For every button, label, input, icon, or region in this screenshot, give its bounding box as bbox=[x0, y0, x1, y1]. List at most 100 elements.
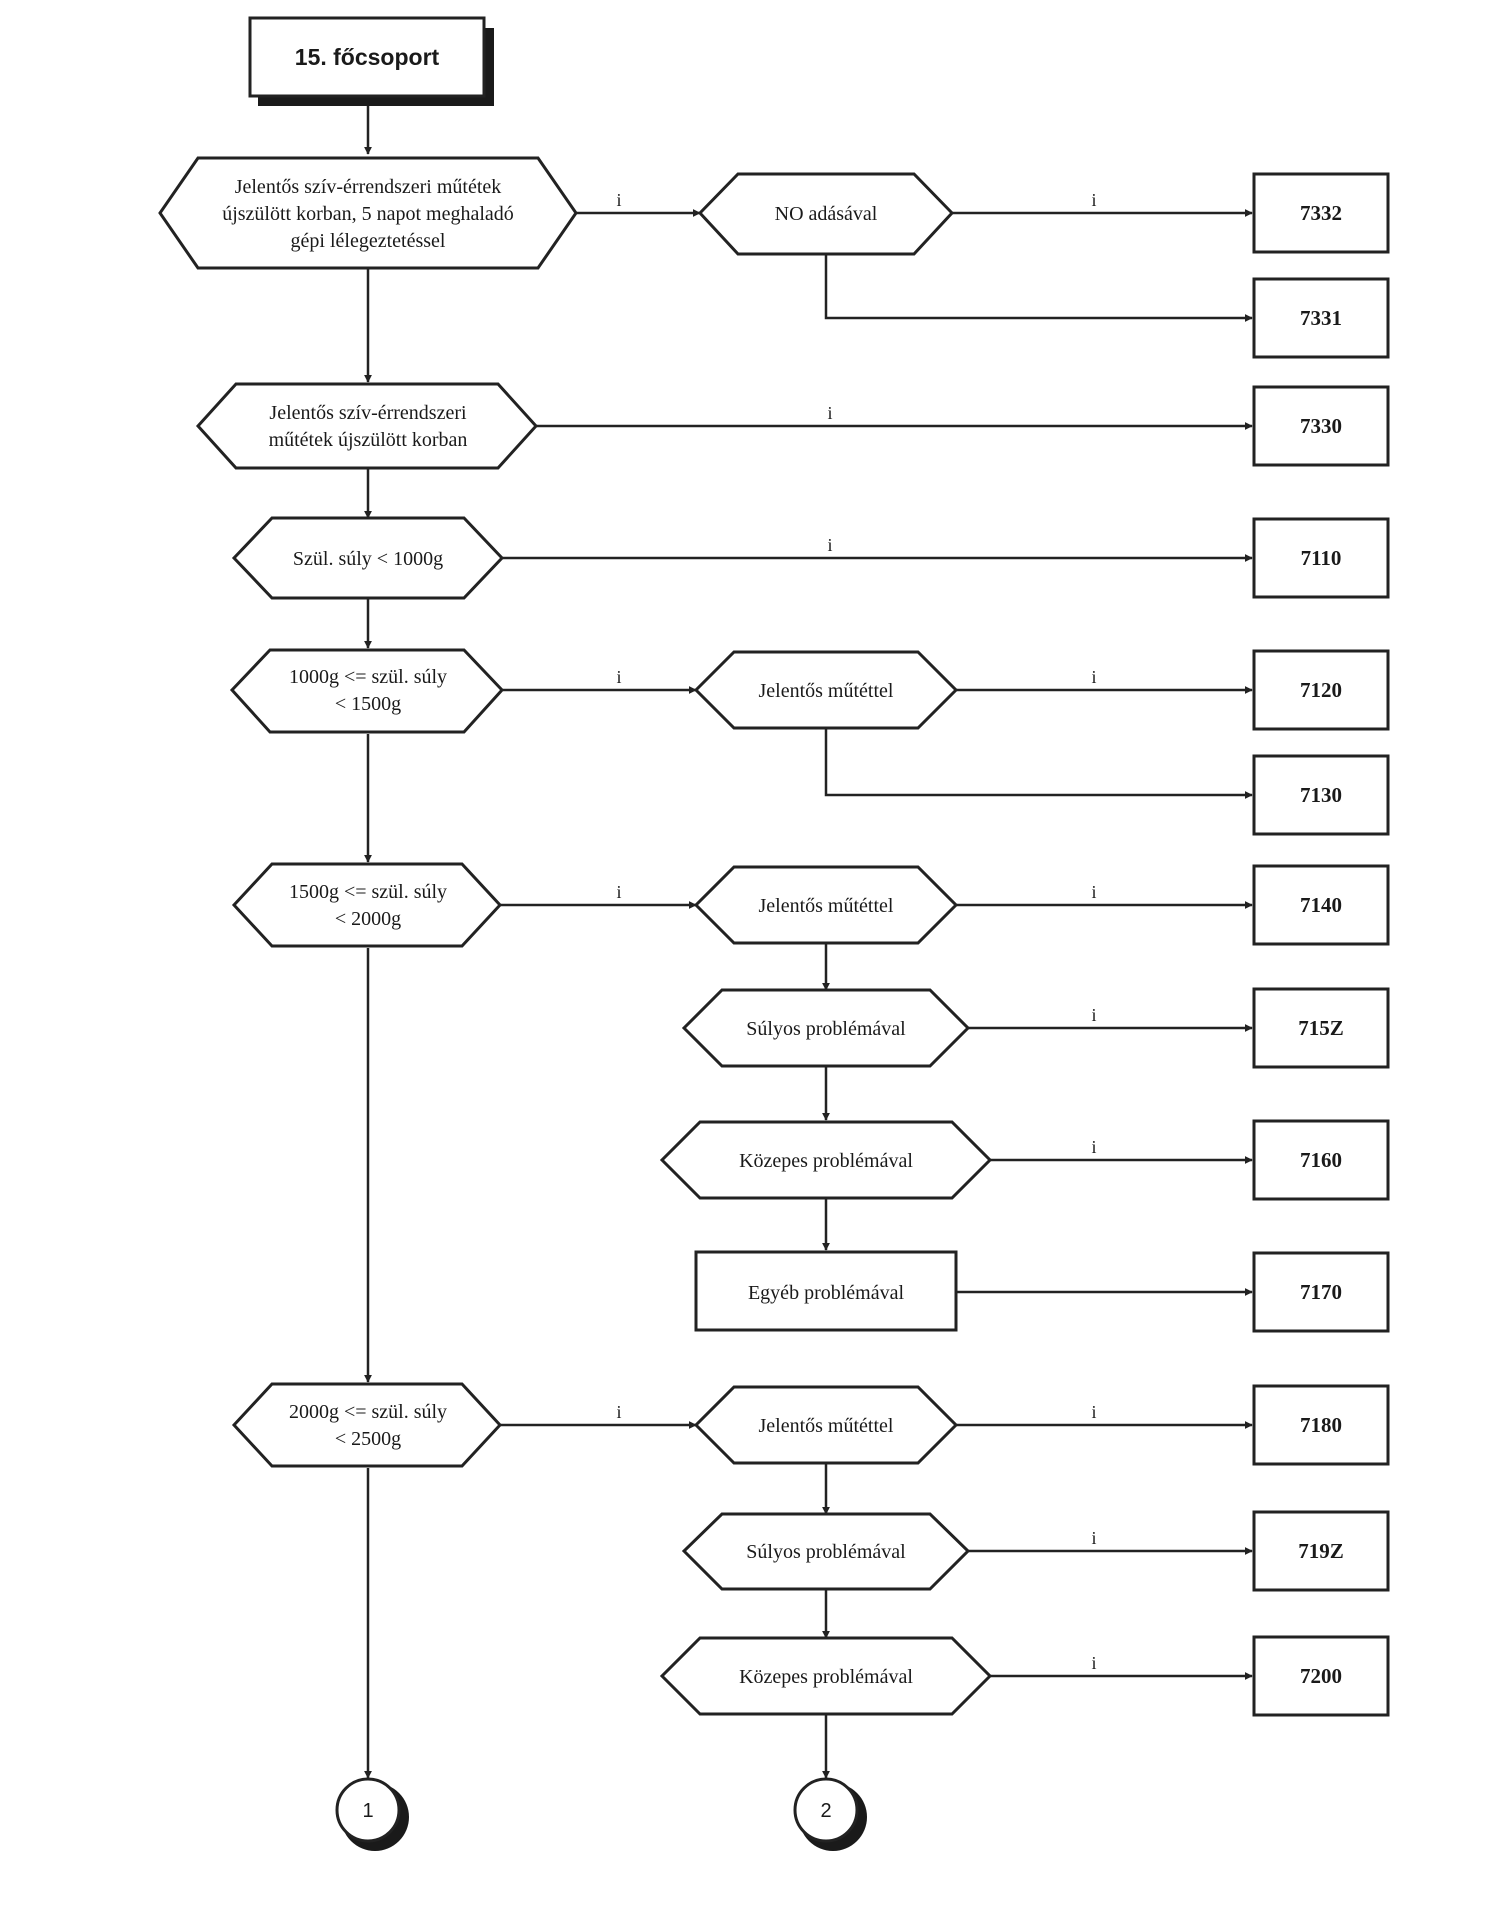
decision-d3: Szül. súly < 1000g bbox=[231, 516, 505, 600]
decision-shape bbox=[229, 648, 505, 734]
outcome-7332: 7332 bbox=[1252, 172, 1390, 254]
outcome-code: 7331 bbox=[1300, 306, 1342, 330]
flow-lines bbox=[364, 106, 1253, 1779]
decision-line: Jelentős műtéttel bbox=[759, 680, 894, 702]
decision-line: NO adásával bbox=[775, 203, 878, 225]
outcome-code: 7170 bbox=[1300, 1280, 1342, 1304]
outcome-box bbox=[1252, 649, 1390, 731]
edge-label: i bbox=[1091, 1528, 1096, 1548]
decision-d5b: Súlyos problémával bbox=[681, 988, 971, 1068]
outcome-code: 7140 bbox=[1300, 893, 1342, 917]
decision-line: gépi lélegeztetéssel bbox=[291, 230, 446, 252]
decision-line: < 2500g bbox=[335, 1428, 401, 1450]
decision-d5: 1500g <= szül. súly < 2000g bbox=[231, 862, 503, 948]
edge-label: i bbox=[1091, 1005, 1096, 1025]
outcome-7160: 7160 bbox=[1252, 1119, 1390, 1201]
decision-shape bbox=[681, 988, 971, 1068]
outcome-box bbox=[1252, 987, 1390, 1069]
edge-label: i bbox=[616, 1402, 621, 1422]
decision-line: műtétek újszülött korban bbox=[269, 429, 468, 451]
outcome-7200: 7200 bbox=[1252, 1635, 1390, 1717]
decision-line: Szül. súly < 1000g bbox=[293, 548, 443, 570]
decision-line: < 1500g bbox=[335, 693, 401, 715]
process-label: Egyéb problémával bbox=[748, 1282, 904, 1304]
edge-label: i bbox=[616, 882, 621, 902]
decision-d2: Jelentős szív-érrendszeri műtétek újszül… bbox=[195, 382, 539, 470]
decision-line: Közepes problémával bbox=[739, 1666, 913, 1688]
outcome-code: 7110 bbox=[1301, 546, 1342, 570]
decision-d4: 1000g <= szül. súly < 1500g bbox=[229, 648, 505, 734]
decision-shape bbox=[231, 1382, 503, 1468]
connector-label: 1 bbox=[362, 1800, 373, 1822]
connector-1: 1 bbox=[335, 1777, 409, 1851]
outcome-box bbox=[1252, 1251, 1390, 1333]
outcome-7180: 7180 bbox=[1252, 1384, 1390, 1466]
outcome-boxes: 7332 7331 7330 7110 7120 7130 7140 715Z bbox=[1252, 172, 1390, 1717]
decision-line: Jelentős műtéttel bbox=[759, 895, 894, 917]
decision-line: újszülött korban, 5 napot meghaladó bbox=[222, 203, 514, 225]
connector-2: 2 bbox=[793, 1777, 867, 1851]
outcome-code: 719Z bbox=[1298, 1539, 1344, 1563]
outcome-7120: 7120 bbox=[1252, 649, 1390, 731]
start-node: 15. főcsoport bbox=[248, 16, 494, 106]
decision-shape bbox=[231, 862, 503, 948]
connector-circle bbox=[793, 1777, 859, 1843]
outcome-7140: 7140 bbox=[1252, 864, 1390, 946]
outcome-box bbox=[1252, 172, 1390, 254]
decision-d6b: Súlyos problémával bbox=[681, 1512, 971, 1591]
decision-shape bbox=[693, 865, 959, 945]
decision-shape bbox=[693, 1385, 959, 1465]
decision-shape bbox=[231, 516, 505, 600]
outcome-code: 7332 bbox=[1300, 201, 1342, 225]
edge-label: i bbox=[827, 403, 832, 423]
decision-d5c: Közepes problémával bbox=[659, 1120, 993, 1200]
edge-label: i bbox=[1091, 1653, 1096, 1673]
decision-shape bbox=[195, 382, 539, 470]
edge-label: i bbox=[616, 190, 621, 210]
decision-line: 1500g <= szül. súly bbox=[289, 881, 447, 903]
outcome-code: 7200 bbox=[1300, 1664, 1342, 1688]
outcome-code: 7120 bbox=[1300, 678, 1342, 702]
outcome-code: 7160 bbox=[1300, 1148, 1342, 1172]
outcome-box bbox=[1252, 864, 1390, 946]
edge-label: i bbox=[1091, 1402, 1096, 1422]
decision-line: Jelentős műtéttel bbox=[759, 1415, 894, 1437]
decision-shape bbox=[659, 1120, 993, 1200]
decision-d6c: Közepes problémával bbox=[659, 1636, 993, 1716]
edge-label: i bbox=[1091, 882, 1096, 902]
outcome-code: 7330 bbox=[1300, 414, 1342, 438]
decision-d1a: NO adásával bbox=[697, 172, 955, 256]
edge-label: i bbox=[827, 535, 832, 555]
connector-circle bbox=[335, 1777, 401, 1843]
decision-line: Közepes problémával bbox=[739, 1150, 913, 1172]
outcome-code: 7180 bbox=[1300, 1413, 1342, 1437]
process-box bbox=[694, 1250, 958, 1332]
start-label: 15. főcsoport bbox=[295, 44, 440, 70]
outcome-code: 715Z bbox=[1298, 1016, 1344, 1040]
decision-d6: 2000g <= szül. súly < 2500g bbox=[231, 1382, 503, 1468]
outcome-box bbox=[1252, 277, 1390, 359]
decision-line: 2000g <= szül. súly bbox=[289, 1401, 447, 1423]
edge-labels: i i i i i i i i i i i i i i bbox=[616, 190, 1096, 1673]
edge-label: i bbox=[616, 667, 621, 687]
edge-label: i bbox=[1091, 190, 1096, 210]
decision-line: 1000g <= szül. súly bbox=[289, 666, 447, 688]
outcome-code: 7130 bbox=[1300, 783, 1342, 807]
outcome-box bbox=[1252, 1384, 1390, 1466]
outcome-7130: 7130 bbox=[1252, 754, 1390, 836]
process-other-problem: Egyéb problémával bbox=[694, 1250, 958, 1332]
outcome-box bbox=[1252, 1510, 1390, 1592]
decision-shape bbox=[697, 172, 955, 256]
outcome-7331: 7331 bbox=[1252, 277, 1390, 359]
flow-line bbox=[824, 728, 1253, 799]
outcome-7110: 7110 bbox=[1252, 517, 1390, 599]
outcome-box bbox=[1252, 517, 1390, 599]
decision-line: Jelentős szív-érrendszeri műtétek bbox=[235, 176, 502, 198]
decision-shape bbox=[659, 1636, 993, 1716]
connector-label: 2 bbox=[820, 1800, 831, 1822]
decision-line: Súlyos problémával bbox=[746, 1018, 906, 1040]
outcome-7170: 7170 bbox=[1252, 1251, 1390, 1333]
edge-label: i bbox=[1091, 667, 1096, 687]
outcome-719Z: 719Z bbox=[1252, 1510, 1390, 1592]
decision-line: < 2000g bbox=[335, 908, 401, 930]
